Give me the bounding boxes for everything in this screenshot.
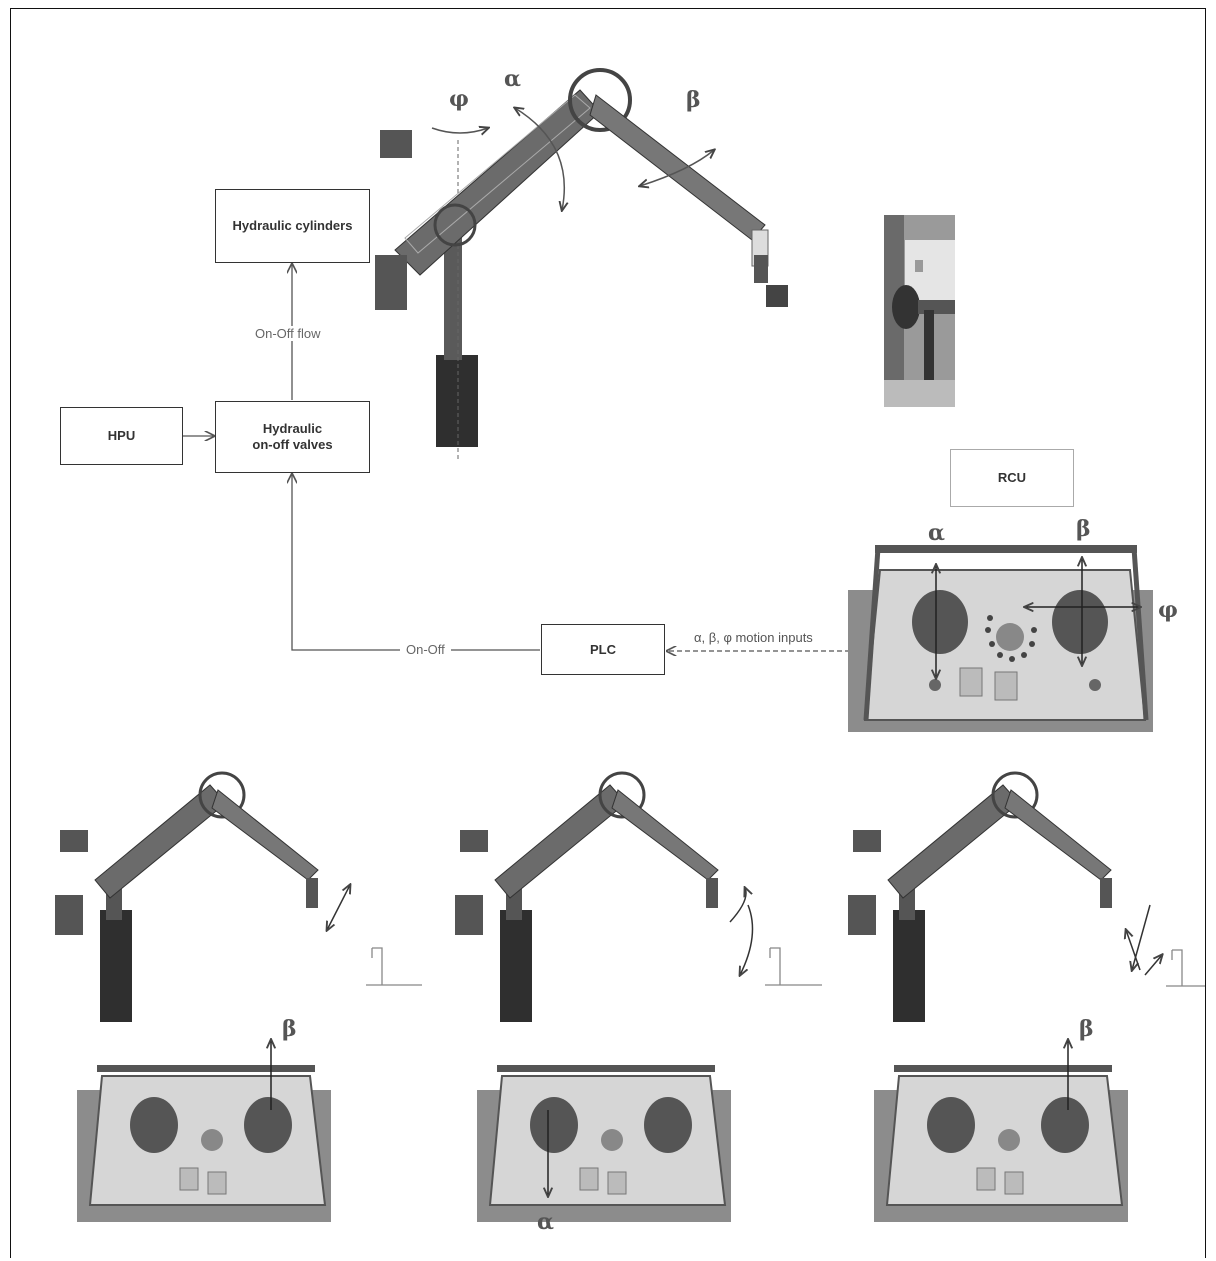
beta-symbol-rcu: β xyxy=(1076,516,1091,542)
alpha-symbol-panel-2: α xyxy=(537,1209,554,1235)
main-loading-arm-illustration xyxy=(375,70,788,460)
sequence-panel-2 xyxy=(477,1065,731,1222)
beta-symbol-top: β xyxy=(686,87,701,113)
sequence-panel-1 xyxy=(77,1040,331,1222)
beta-symbol-panel-3: β xyxy=(1079,1016,1094,1042)
sequence-panel-3 xyxy=(874,1040,1128,1222)
phi-symbol-top: φ xyxy=(449,86,469,112)
sequence-arm-3 xyxy=(848,773,1205,1022)
rcu-control-panel-main xyxy=(848,545,1153,732)
sequence-arm-1 xyxy=(55,773,422,1022)
beta-symbol-panel-1: β xyxy=(282,1016,297,1042)
sequence-arm-2 xyxy=(455,773,822,1022)
rcu-photo xyxy=(884,215,955,407)
phi-symbol-rcu: φ xyxy=(1158,597,1178,623)
alpha-symbol-top: α xyxy=(504,66,521,92)
alpha-symbol-rcu: α xyxy=(928,520,945,546)
